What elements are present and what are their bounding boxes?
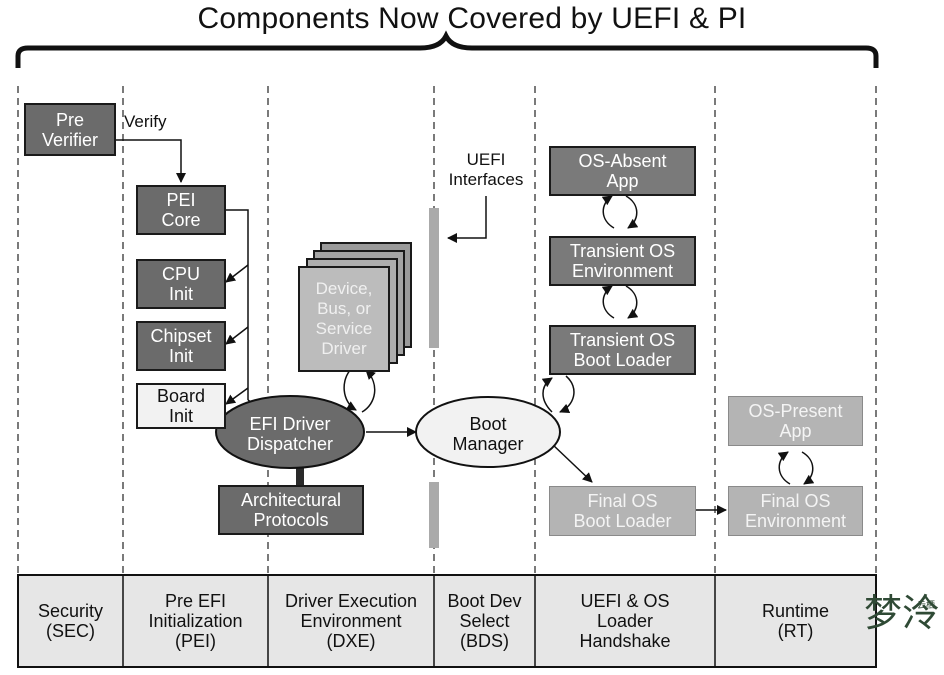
os-present-app-box: OS-Present App	[728, 396, 863, 446]
transient-os-environment-box: Transient OS Environment	[549, 236, 696, 286]
transient-os-boot-loader-box: Transient OS Boot Loader	[549, 325, 696, 375]
board-init-box: Board Init	[136, 383, 226, 429]
device-driver-box: Device, Bus, or Service Driver	[298, 266, 390, 372]
watermark-logo: 梦泠	[863, 591, 940, 635]
phase-handshake: UEFI & OS Loader Handshake	[579, 591, 671, 651]
boot-manager-label: Boot Manager	[452, 414, 524, 454]
phase-bar	[17, 574, 877, 668]
uefi-interfaces-label: UEFI Interfaces	[448, 150, 524, 189]
verify-label: Verify	[124, 112, 167, 131]
phase-bds: Boot Dev Select (BDS)	[447, 591, 522, 651]
efi-dispatcher-label: EFI Driver Dispatcher	[246, 414, 334, 454]
phase-pei: Pre EFI Initialization (PEI)	[148, 591, 243, 651]
pre-verifier-box: Pre Verifier	[24, 103, 116, 156]
cpu-init-box: CPU Init	[136, 259, 226, 309]
phase-dxe: Driver Execution Environment (DXE)	[284, 591, 418, 651]
phase-sec: Security (SEC)	[37, 601, 104, 641]
top-bracket	[15, 30, 879, 68]
boot-manager-shape	[415, 396, 561, 468]
diagram-title: Components Now Covered by UEFI & PI	[197, 2, 747, 35]
watermark-small-text: 云栖	[916, 601, 935, 611]
chipset-init-box: Chipset Init	[136, 321, 226, 371]
os-absent-app-box: OS-Absent App	[549, 146, 696, 196]
final-os-boot-loader-box: Final OS Boot Loader	[549, 486, 696, 536]
final-os-environment-box: Final OS Environment	[728, 486, 863, 536]
uefi-interface-bar-top	[429, 208, 439, 348]
pei-core-box: PEI Core	[136, 185, 226, 235]
uefi-interface-bar-bottom	[429, 482, 439, 548]
architectural-protocols-box: Architectural Protocols	[218, 485, 364, 535]
efi-dispatcher-shape	[215, 395, 365, 469]
phase-runtime: Runtime (RT)	[761, 601, 830, 641]
